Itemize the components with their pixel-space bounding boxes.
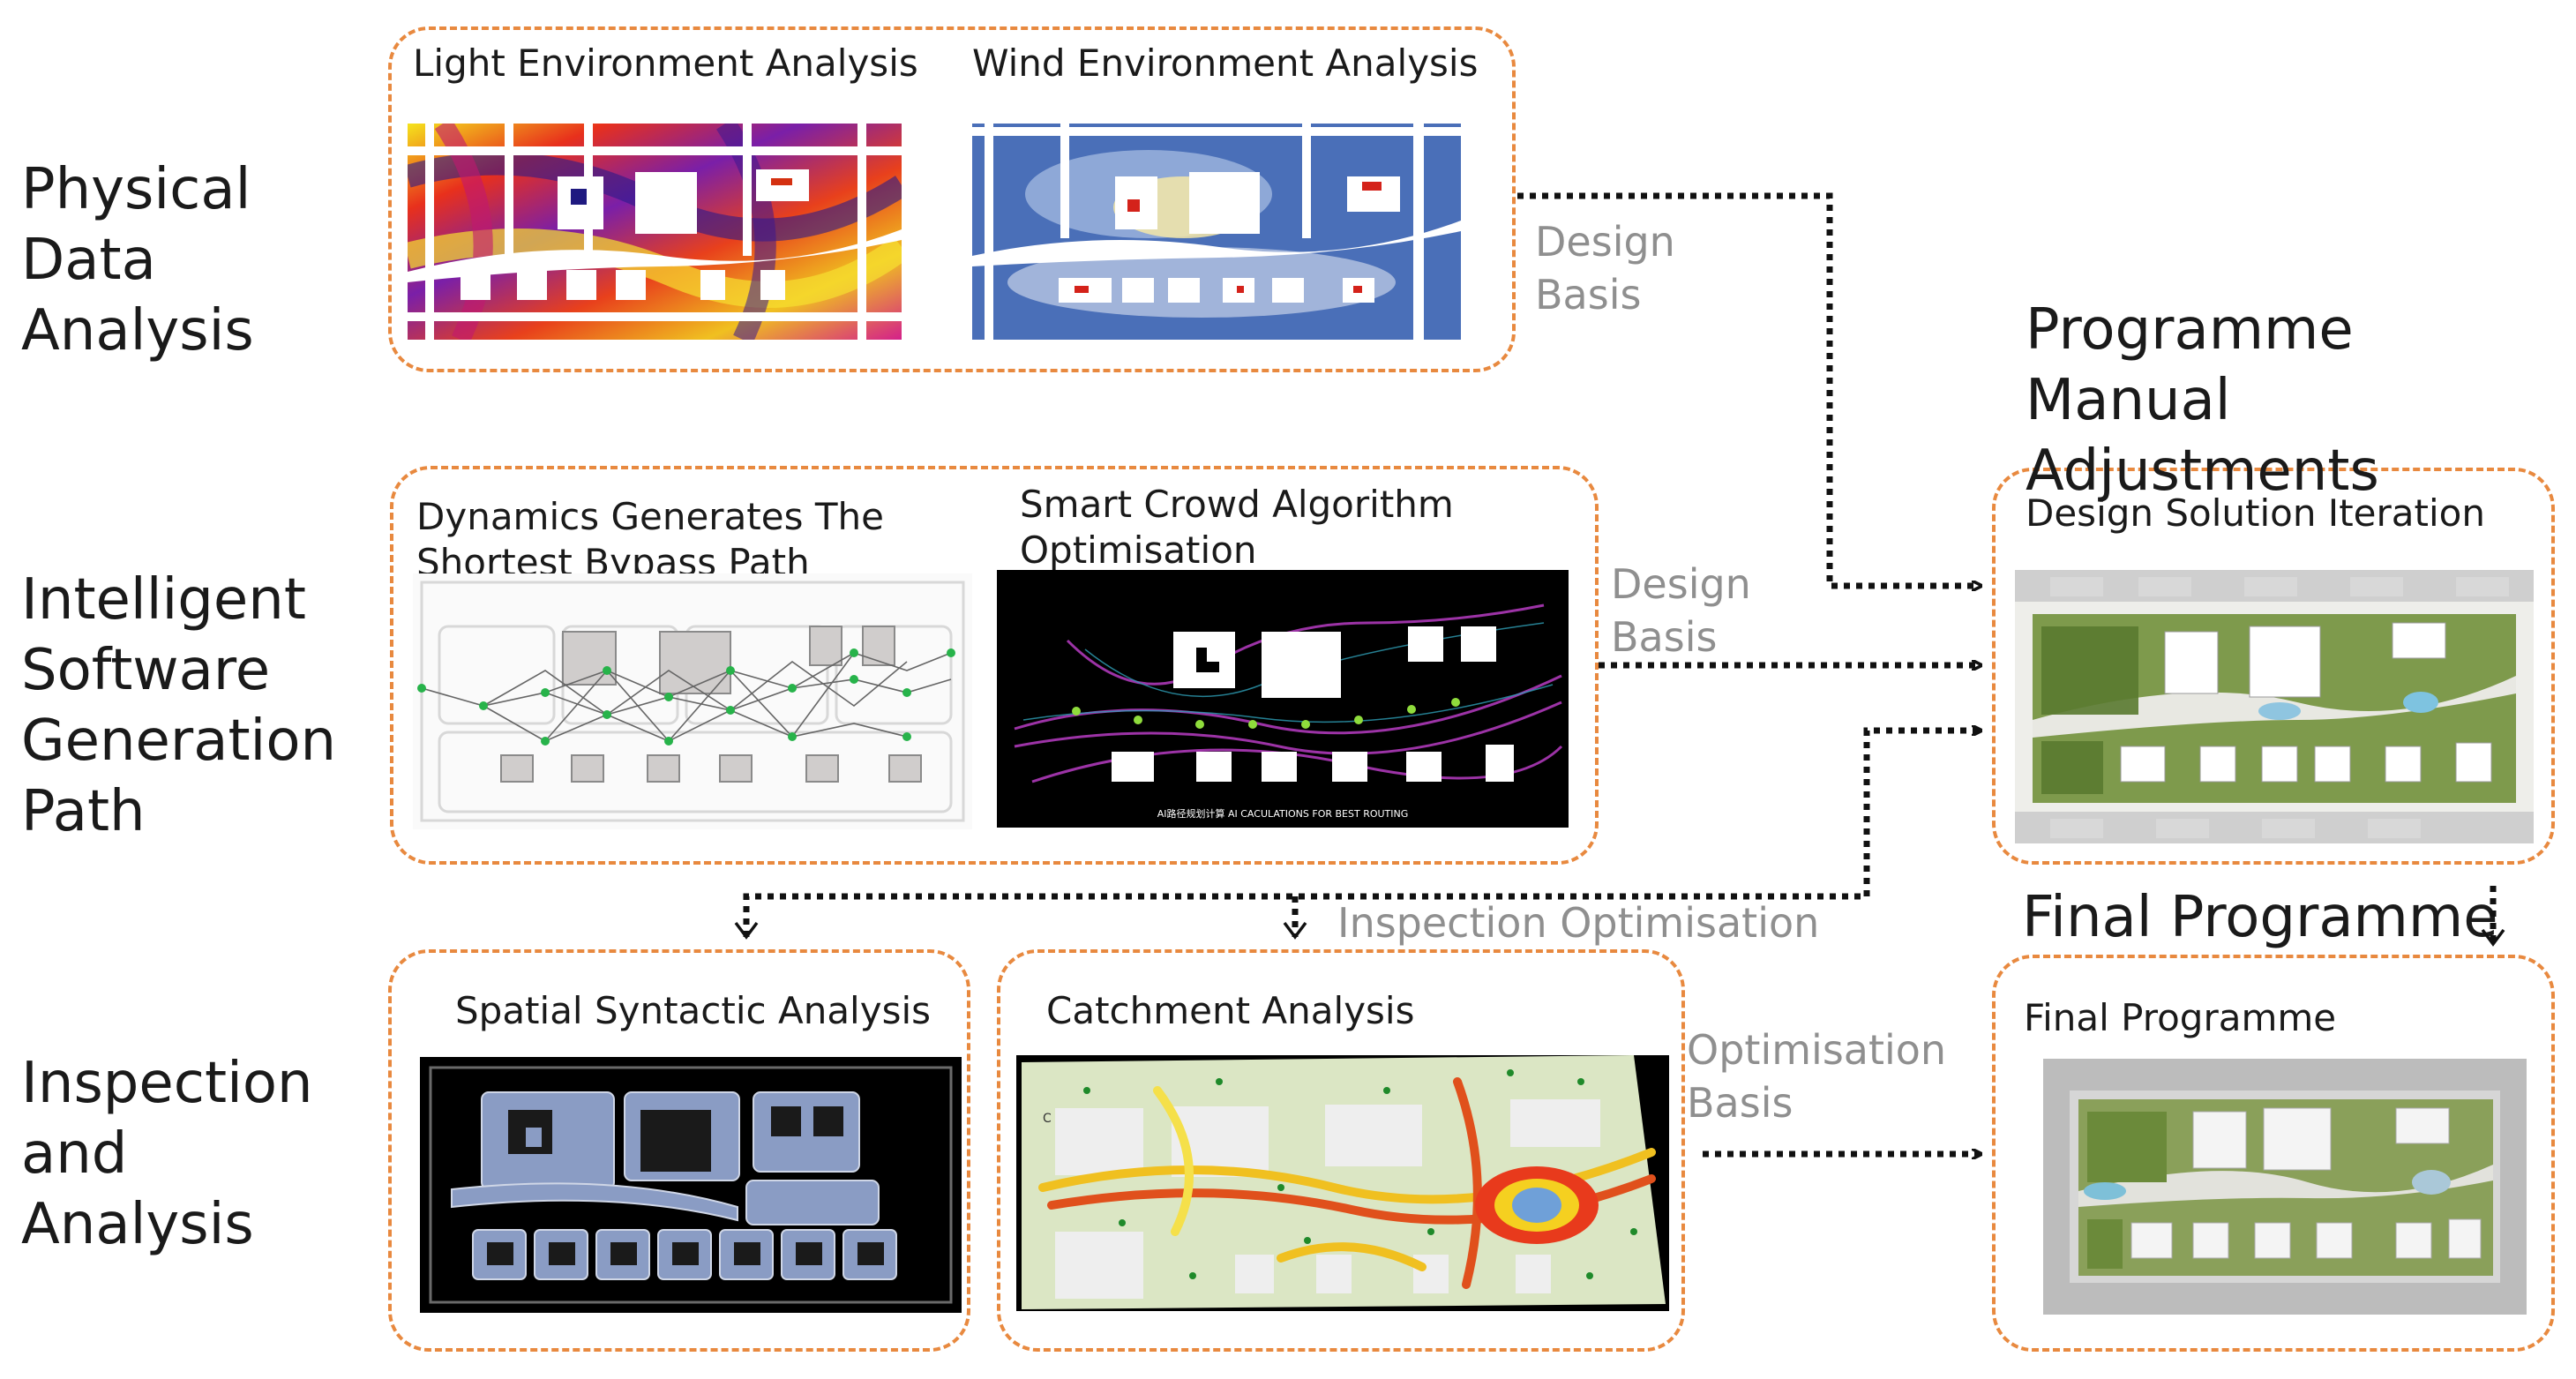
caption-catchment: Catchment Analysis — [1046, 989, 1415, 1032]
arrowhead-catchment — [1283, 921, 1307, 940]
caption-light-environment: Light Environment Analysis — [413, 41, 918, 85]
crowd-footer-text: AI路径规划计算 AI CACULATIONS FOR BEST ROUTING — [1157, 807, 1409, 820]
dynamics-path-diagram — [413, 573, 972, 829]
caption-final-programme: Final Programme — [2024, 996, 2337, 1039]
group-spatial-syntactic — [388, 949, 970, 1352]
note-optimisation-basis: Optimisation Basis — [1687, 1026, 1947, 1127]
light-environment-map — [408, 124, 902, 340]
caption-smart-crowd: Smart Crowd Algorithm Optimisation — [1020, 483, 1454, 572]
group-physical-data — [388, 26, 1516, 372]
caption-design-iteration: Design Solution Iteration — [2026, 491, 2485, 535]
catchment-map: C — [1016, 1055, 1669, 1311]
final-programme-plan — [2043, 1059, 2527, 1315]
heading-final-programme: Final Programme — [2022, 885, 2498, 950]
smart-crowd-diagram: AI路径规划计算 AI CACULATIONS FOR BEST ROUTING — [997, 570, 1569, 828]
wind-environment-map — [972, 124, 1461, 340]
catchment-tag: C — [1043, 1112, 1052, 1126]
row-label-intelligent: Intelligent Software Generation Path — [21, 567, 337, 844]
note-design-basis-top: Design Basis — [1535, 218, 1675, 319]
note-design-basis-middle: Design Basis — [1611, 560, 1751, 661]
note-inspection-optimisation: Inspection Optimisation — [1337, 899, 1820, 947]
row-label-physical: Physical Data Analysis — [21, 157, 254, 363]
spatial-syntactic-map — [420, 1057, 962, 1313]
caption-spatial-syntactic: Spatial Syntactic Analysis — [455, 989, 932, 1032]
design-iteration-plan — [2015, 570, 2534, 843]
group-catchment — [997, 949, 1685, 1352]
heading-programme-manual-adjustments: Programme Manual Adjustments — [2026, 297, 2379, 504]
caption-dynamics-path: Dynamics Generates The Shortest Bypass P… — [416, 495, 884, 584]
caption-wind-environment: Wind Environment Analysis — [972, 41, 1479, 85]
group-final-programme — [1992, 955, 2555, 1352]
row-label-inspection: Inspection and Analysis — [21, 1051, 313, 1257]
group-design-iteration — [1992, 468, 2555, 865]
arrowhead-spatial — [734, 921, 759, 940]
